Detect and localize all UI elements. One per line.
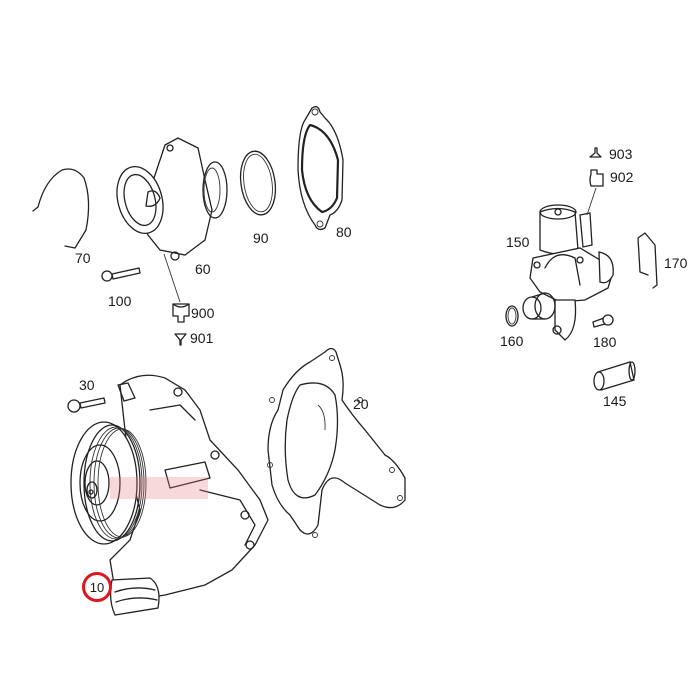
label-145: 145 — [603, 393, 627, 409]
label-20: 20 — [353, 396, 369, 412]
label-160: 160 — [500, 333, 524, 349]
part-900-connector-housing[interactable] — [172, 303, 190, 323]
part-30-bolt[interactable] — [67, 397, 106, 413]
part-70-retaining-clip[interactable] — [32, 168, 90, 249]
label-10: 10 — [89, 579, 105, 595]
label-30: 30 — [79, 377, 95, 393]
part-10-water-pump[interactable] — [70, 374, 269, 616]
label-60: 60 — [195, 261, 211, 277]
part-180-bolt[interactable] — [592, 314, 614, 328]
part-90-o-ring[interactable] — [237, 149, 280, 217]
part-145-connecting-pipe[interactable] — [593, 361, 636, 391]
leader-line-900 — [163, 253, 181, 303]
label-903: 903 — [609, 146, 633, 162]
label-70: 70 — [75, 250, 91, 266]
part-903-connector-plug[interactable] — [589, 147, 602, 158]
watermark — [110, 477, 208, 499]
part-160-o-ring[interactable] — [505, 305, 519, 327]
label-170: 170 — [664, 255, 688, 271]
part-901-connector-plug[interactable] — [174, 333, 187, 346]
label-150: 150 — [506, 234, 530, 250]
label-80: 80 — [336, 224, 352, 240]
label-100: 100 — [108, 293, 132, 309]
label-902: 902 — [610, 169, 634, 185]
label-180: 180 — [593, 334, 617, 350]
label-90: 90 — [253, 230, 269, 246]
part-60-thermostat-housing[interactable] — [110, 137, 228, 261]
part-100-bolt[interactable] — [101, 267, 141, 282]
part-80-gasket[interactable] — [297, 106, 344, 231]
part-902-connector-housing[interactable] — [589, 169, 604, 187]
label-900: 900 — [191, 305, 215, 321]
part-20-water-pump-gasket[interactable] — [267, 347, 406, 538]
label-10-highlighted[interactable]: 10 — [82, 572, 112, 602]
part-150-valve-unit[interactable] — [522, 204, 614, 341]
label-901: 901 — [190, 330, 214, 346]
leader-line-902 — [586, 187, 597, 216]
part-170-retaining-clip[interactable] — [637, 232, 658, 289]
